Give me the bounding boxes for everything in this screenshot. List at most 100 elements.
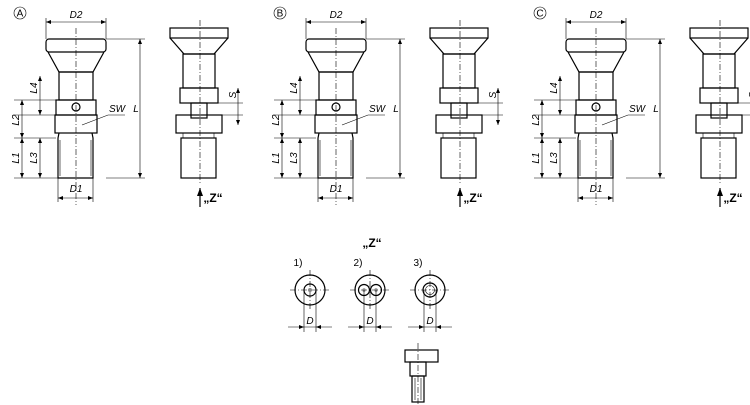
arrow-icon <box>621 20 626 24</box>
knob-flare-side <box>429 37 489 55</box>
label-l: L <box>133 104 139 115</box>
label-d2: D2 <box>70 10 83 21</box>
arrow-up-icon <box>457 188 463 196</box>
knob-head <box>565 38 627 53</box>
view-z-option-1: 1)D <box>288 258 332 332</box>
label-l3: L3 <box>549 152 560 164</box>
variant-c: CD2D1LL1L2L3L4SWS„Z“ <box>531 6 750 207</box>
slot-pin <box>710 102 728 119</box>
pin-dot <box>308 288 312 292</box>
arrow-icon <box>46 20 51 24</box>
arrow-icon <box>88 196 93 200</box>
label-s: S <box>488 91 499 98</box>
arrow-icon <box>236 120 240 125</box>
label-l: L <box>393 104 399 115</box>
thread-body <box>57 132 94 179</box>
pin-inner <box>425 285 435 295</box>
arrow-icon <box>558 138 562 143</box>
neck-side <box>702 53 736 89</box>
arrow-up-icon <box>197 188 203 196</box>
view-z-label: „Z“ <box>723 191 742 205</box>
variant-badge-circle <box>273 6 287 20</box>
label-d1: D1 <box>590 184 603 195</box>
arrow-icon <box>398 39 402 44</box>
pin-hole <box>71 102 81 112</box>
hex-nut-side <box>435 114 483 134</box>
arrow-icon <box>540 138 544 143</box>
arrow-icon <box>540 133 544 138</box>
arrow-icon <box>298 173 302 178</box>
knob-head-side <box>429 27 489 39</box>
view-z-label: „Z“ <box>203 191 222 205</box>
variant-badge: B <box>277 9 284 20</box>
view-z-option-3: 3) D <box>408 258 452 332</box>
arrow-icon <box>298 110 302 115</box>
knob-flare-side <box>169 37 229 55</box>
arrow-icon <box>558 110 562 115</box>
variant-badge: C <box>536 9 543 20</box>
variant-badge: A <box>17 9 24 20</box>
arrow-icon <box>398 173 402 178</box>
arrow-icon <box>298 138 302 143</box>
knob-head <box>305 38 367 53</box>
part-shaft <box>411 375 425 403</box>
arrow-icon <box>101 20 106 24</box>
arrow-icon <box>280 133 284 138</box>
arrow-icon <box>578 196 583 200</box>
view-z-option-2: 2) D <box>348 258 392 332</box>
arrow-icon <box>38 76 42 81</box>
arrow-up-icon <box>717 188 723 196</box>
arrow-icon <box>348 196 353 200</box>
arrow-icon <box>306 20 311 24</box>
neck-side <box>442 53 476 89</box>
label-l3: L3 <box>289 152 300 164</box>
pin-circle <box>422 282 438 298</box>
arrow-icon <box>20 133 24 138</box>
hex-nut <box>54 114 98 134</box>
arrow-icon <box>138 173 142 178</box>
option-number: 2) <box>354 258 363 269</box>
arrow-icon <box>496 88 500 93</box>
label-l1: L1 <box>531 152 542 163</box>
pin-hole <box>331 102 341 112</box>
label-l2: L2 <box>11 114 22 126</box>
arrow-icon <box>38 110 42 115</box>
arrow-icon <box>419 325 424 329</box>
arrow-icon <box>558 76 562 81</box>
thread-side <box>440 137 477 179</box>
label-l: L <box>653 104 659 115</box>
label-d: D <box>306 316 313 327</box>
arrow-icon <box>299 325 304 329</box>
leader-line <box>81 114 125 126</box>
arrow-icon <box>436 325 441 329</box>
arrow-icon <box>359 325 364 329</box>
arrow-icon <box>280 138 284 143</box>
view-z-title: „Z“ <box>362 236 381 250</box>
thread-side <box>700 137 737 179</box>
label-l2: L2 <box>271 114 282 126</box>
label-sw: SW <box>629 104 647 115</box>
label-l2: L2 <box>531 114 542 126</box>
label-d: D <box>426 316 433 327</box>
hex-nut-side <box>175 114 223 134</box>
collar-side <box>699 87 739 104</box>
arrow-icon <box>361 20 366 24</box>
option-number: 3) <box>414 258 423 269</box>
thread-body <box>577 132 614 179</box>
arrow-icon <box>316 325 321 329</box>
label-d2: D2 <box>590 10 603 21</box>
label-l4: L4 <box>29 82 40 94</box>
arrow-icon <box>566 20 571 24</box>
arrow-icon <box>376 325 381 329</box>
pin-hole <box>591 102 601 112</box>
detail-part <box>404 343 439 405</box>
arrow-icon <box>558 173 562 178</box>
arrow-icon <box>496 120 500 125</box>
label-d: D <box>366 316 373 327</box>
label-d2: D2 <box>330 10 343 21</box>
leader-line <box>601 114 645 126</box>
knob-head-side <box>169 27 229 39</box>
